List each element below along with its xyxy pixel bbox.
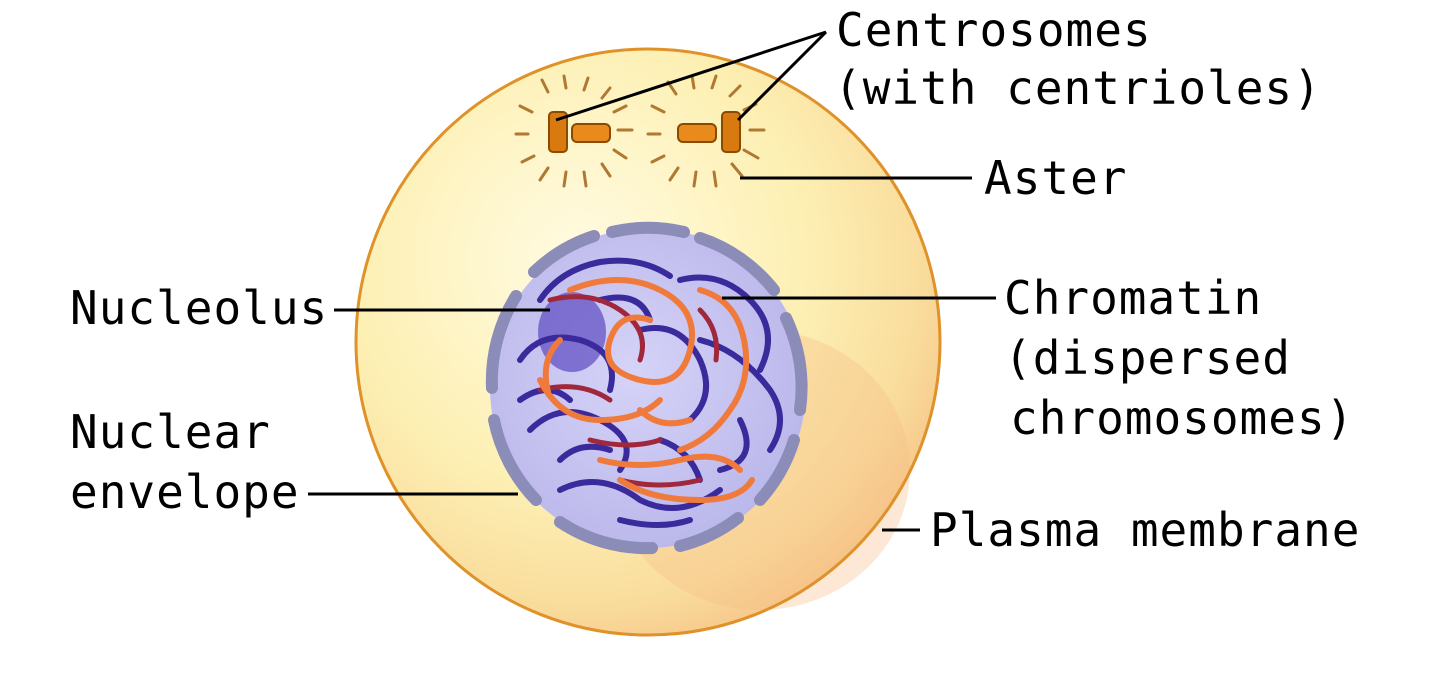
label-plasma-membrane: Plasma membrane xyxy=(930,503,1360,557)
label-centrosomes-line2: (with centrioles) xyxy=(834,61,1322,115)
plasma-membrane-outline xyxy=(354,47,942,637)
label-chromatin-line2: (dispersed xyxy=(1004,331,1291,385)
centriole-pair-left xyxy=(548,111,611,153)
aster-rays-left xyxy=(514,74,634,188)
label-nucleolus: Nucleolus xyxy=(70,281,328,335)
nuclear-envelope xyxy=(485,221,808,555)
centrosomes-leader-left xyxy=(555,30,827,122)
label-centrosomes-line1: Centrosomes xyxy=(836,3,1152,57)
label-chromatin-line3: chromosomes) xyxy=(1010,391,1354,445)
leader-lines xyxy=(308,30,996,532)
label-aster: Aster xyxy=(984,151,1127,205)
label-chromatin-line1: Chromatin xyxy=(1004,271,1262,325)
labels: Centrosomes (with centrioles) Aster Nucl… xyxy=(70,3,1360,557)
nucleus xyxy=(485,221,808,555)
label-nuclear-envelope-line2: envelope xyxy=(70,465,300,519)
label-nuclear-envelope-line1: Nuclear xyxy=(70,405,271,459)
centriole-pair-right xyxy=(677,111,741,153)
nucleolus xyxy=(538,292,606,372)
chromatin-orange xyxy=(537,277,755,504)
centrosomes xyxy=(514,74,766,188)
centrosomes-leader-right xyxy=(736,30,828,122)
